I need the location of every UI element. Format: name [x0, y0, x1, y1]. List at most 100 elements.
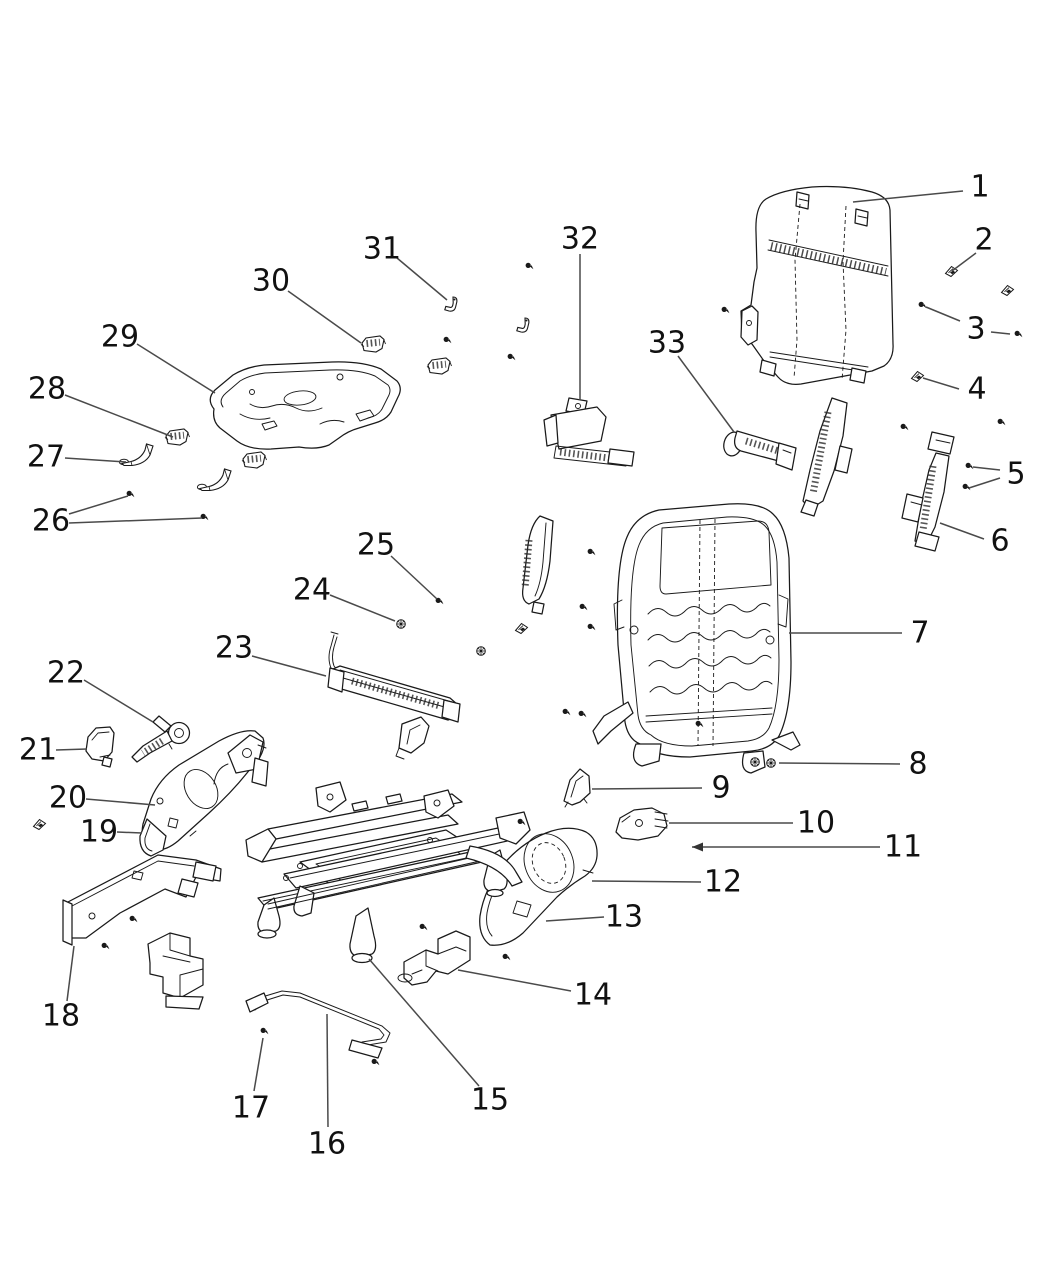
- callout-15-leader: [368, 958, 480, 1087]
- callout-31-leader: [396, 257, 448, 301]
- callout-2-leader: [951, 252, 977, 272]
- callout-12-label: 12: [704, 865, 742, 900]
- callout-33-label: 33: [648, 326, 686, 361]
- nut-fastener: [476, 646, 486, 656]
- callout-20-leader: [85, 798, 156, 806]
- rclip-fastener: [165, 429, 190, 445]
- callout-14-label: 14: [574, 978, 612, 1013]
- screw-fastener: [507, 353, 516, 361]
- callout-25-leader: [390, 555, 438, 600]
- screw-fastener: [419, 923, 428, 931]
- part-side-member: [62, 854, 222, 946]
- part-seat-track-assembly: [245, 781, 531, 964]
- callout-12-leader: [591, 880, 702, 883]
- clip-fastener: [33, 819, 46, 830]
- callout-2-label: 2: [974, 223, 993, 258]
- screw-fastener: [1014, 330, 1023, 338]
- callout-5-leader: [968, 477, 1001, 489]
- callout-18-label: 18: [42, 999, 80, 1034]
- part-pivot-bracket: [563, 768, 591, 808]
- part-channel-rail: [327, 631, 461, 760]
- callout-1-leader: [852, 190, 964, 203]
- callout-3-leader: [925, 306, 961, 322]
- callout-33-leader: [677, 355, 735, 433]
- screw-fastener: [260, 1027, 269, 1035]
- screw-fastener: [129, 915, 138, 923]
- callout-21-label: 21: [19, 733, 57, 768]
- nut-fastener: [396, 619, 406, 629]
- screw-fastener: [900, 423, 909, 431]
- callout-4-leader: [922, 377, 960, 390]
- callout-30-leader: [287, 290, 362, 344]
- screw-fastener: [443, 336, 452, 344]
- callout-10-label: 10: [797, 806, 835, 841]
- callout-20-label: 20: [49, 781, 87, 816]
- callout-8-label: 8: [908, 747, 927, 782]
- callout-14-leader: [457, 969, 572, 992]
- nut-fastener: [766, 758, 776, 768]
- part-recliner-handle: [131, 715, 191, 763]
- callout-3-leader: [990, 331, 1011, 335]
- part-hinge-cover: [85, 726, 115, 768]
- screw-fastener: [721, 306, 730, 314]
- callout-30-label: 30: [252, 264, 290, 299]
- callout-29-label: 29: [101, 320, 139, 355]
- callout-29-leader: [136, 343, 216, 394]
- callout-11-arrowhead: [692, 842, 703, 852]
- part-inner-shield: [139, 730, 269, 857]
- callout-9-leader: [591, 787, 703, 790]
- callout-19-leader: [116, 831, 143, 834]
- screw-fastener: [587, 548, 596, 556]
- clip-fastener: [911, 371, 924, 382]
- jbracket-fastener: [196, 468, 232, 492]
- callout-27-label: 27: [27, 440, 65, 475]
- callout-22-label: 22: [47, 656, 85, 691]
- part-recliner-handle-mech: [615, 807, 669, 841]
- callout-labels-layer: 1234567891011121314151617181920212223242…: [19, 170, 1026, 1162]
- part-recliner-tower-left: [800, 397, 853, 517]
- callout-21-leader: [55, 748, 88, 751]
- callout-6-label: 6: [990, 524, 1009, 559]
- jhook-fastener: [516, 317, 530, 333]
- screw-fastener: [578, 710, 587, 718]
- callout-26-leader: [68, 495, 129, 515]
- part-riser-bracket: [543, 397, 635, 467]
- callout-4-label: 4: [967, 372, 986, 407]
- clip-fastener: [515, 623, 528, 634]
- callout-13-leader: [545, 916, 605, 922]
- callout-5-label: 5: [1006, 457, 1025, 492]
- callout-27-leader: [64, 457, 127, 463]
- callout-19-label: 19: [80, 815, 118, 850]
- callout-17-label: 17: [232, 1091, 270, 1126]
- rclip-fastener: [361, 336, 386, 352]
- callout-6-leader: [939, 522, 985, 540]
- callout-26-label: 26: [32, 504, 70, 539]
- rclip-fastener: [242, 452, 267, 468]
- part-support-bracket: [397, 930, 471, 986]
- callout-23-label: 23: [215, 631, 253, 666]
- callout-13-label: 13: [605, 900, 643, 935]
- callout-7-label: 7: [910, 616, 929, 651]
- part-box-bracket: [147, 932, 204, 1010]
- callout-25-label: 25: [357, 528, 395, 563]
- screw-fastener: [525, 262, 534, 270]
- callout-28-leader: [64, 394, 174, 438]
- part-recliner-tower-right: [901, 431, 955, 552]
- callout-32-label: 32: [561, 222, 599, 257]
- screw-fastener: [371, 1058, 380, 1066]
- callout-22-leader: [83, 679, 154, 723]
- callout-24-label: 24: [293, 573, 331, 608]
- clip-fastener: [1001, 285, 1014, 296]
- screw-fastener: [962, 483, 971, 491]
- callout-11-label: 11: [884, 830, 922, 865]
- rclip-fastener: [427, 358, 452, 374]
- nut-fastener: [750, 757, 760, 767]
- screw-fastener: [579, 603, 588, 611]
- callout-31-label: 31: [363, 232, 401, 267]
- screw-fastener: [997, 418, 1006, 426]
- callout-28-label: 28: [28, 372, 66, 407]
- screw-fastener: [562, 708, 571, 716]
- callout-18-leader: [66, 945, 75, 1002]
- screw-fastener: [918, 301, 927, 309]
